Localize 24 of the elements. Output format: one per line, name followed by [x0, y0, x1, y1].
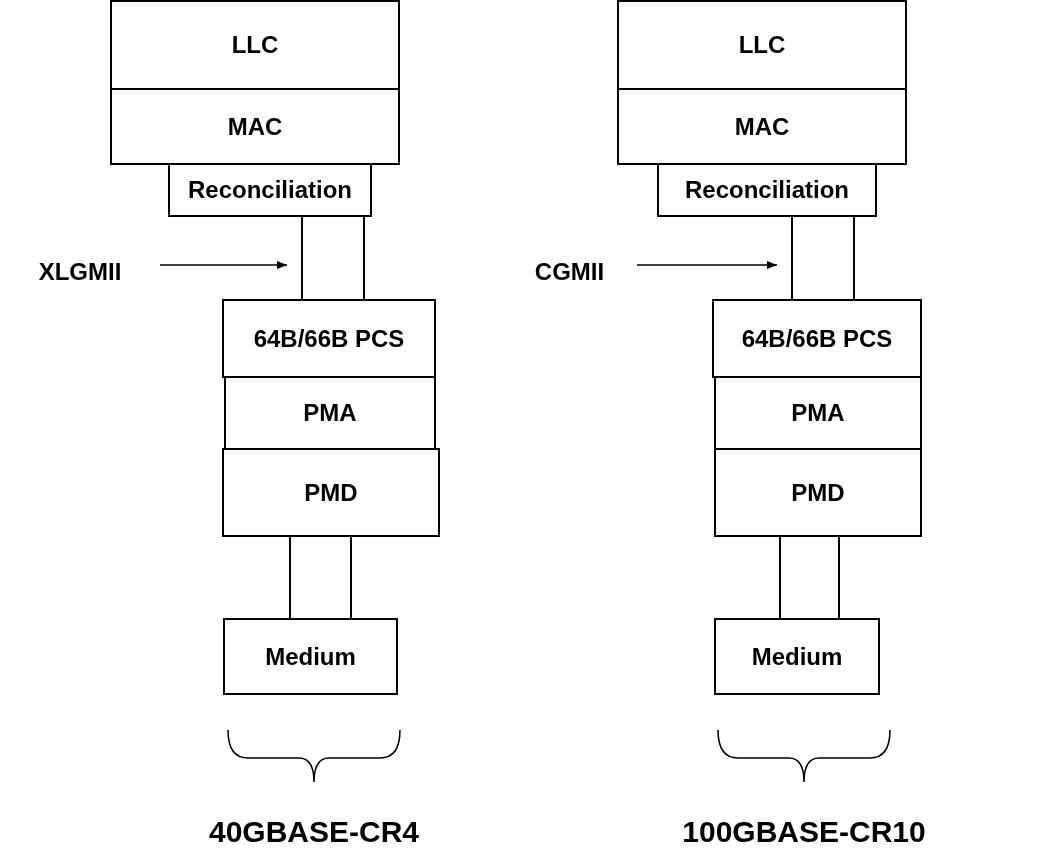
- arrow: [636, 261, 778, 269]
- connector-box: [791, 215, 855, 301]
- layer-box: Medium: [223, 618, 398, 695]
- standard-label: 100GBASE-CR10: [681, 815, 927, 849]
- layer-box: LLC: [617, 0, 907, 90]
- interface-label: XLGMII: [20, 250, 140, 294]
- layer-box: Reconciliation: [168, 163, 372, 217]
- layer-box: PMD: [222, 448, 440, 537]
- layer-box: LLC: [110, 0, 400, 90]
- connector-box: [289, 535, 352, 620]
- connector-box: [779, 535, 840, 620]
- layer-box: MAC: [110, 88, 400, 165]
- layer-box: PMD: [714, 448, 922, 537]
- layer-box: MAC: [617, 88, 907, 165]
- connector-box: [301, 215, 365, 301]
- layer-box: 64B/66B PCS: [222, 299, 436, 378]
- layer-box: PMA: [224, 376, 436, 450]
- standard-label: 40GBASE-CR4: [207, 815, 421, 849]
- layer-box: Reconciliation: [657, 163, 877, 217]
- layer-box: PMA: [714, 376, 922, 450]
- layer-box: Medium: [714, 618, 880, 695]
- arrow: [159, 261, 288, 269]
- interface-label: CGMII: [522, 250, 617, 294]
- layer-box: 64B/66B PCS: [712, 299, 922, 378]
